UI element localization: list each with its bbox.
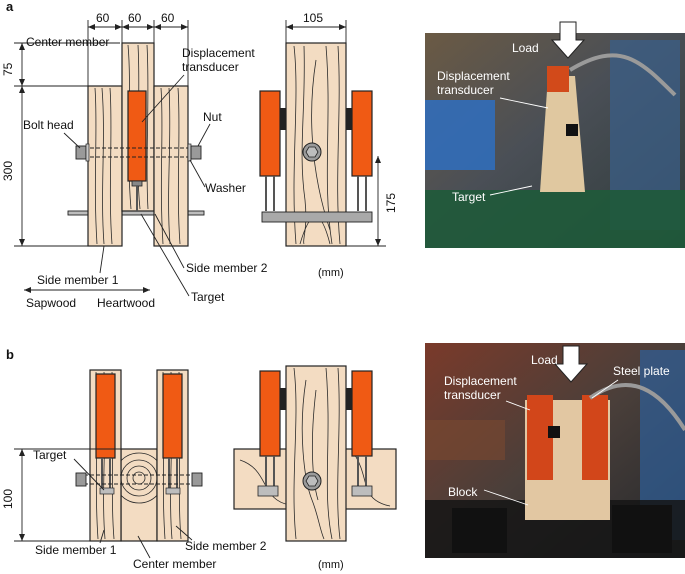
label-side-member-2-a: Side member 2 [186,261,268,275]
side-view-a: 105 175 (mm) [259,11,398,279]
photo-a-target: Target [452,190,486,204]
panel-a: a 60 60 60 75 300 [1,0,685,310]
dim-300: 300 [1,161,15,181]
transducer-left-b [259,370,281,457]
label-washer-a: Washer [205,181,246,195]
dim-60-a: 60 [96,11,110,25]
photo-b-block: Block [448,485,478,499]
unit-b: (mm) [318,559,344,571]
label-center-member-a: Center member [26,35,109,49]
steel-plate-a [261,211,373,223]
label-target-b: Target [33,448,67,462]
panel-b-label: b [6,347,14,362]
dim-105: 105 [303,11,323,25]
center-member-b [113,448,165,542]
label-bolt-head-a: Bolt head [23,118,74,132]
unit-a: (mm) [318,267,344,279]
dims-left: 75 300 [1,42,120,247]
label-side-member-2-b: Side member 2 [185,539,267,553]
transducer-left-a [259,90,281,177]
transducer-b1 [95,373,116,459]
photo-b-displacement-2: transducer [444,388,501,402]
transducer-right-a [351,90,373,177]
photo-b-load: Load [531,353,558,367]
dims-top: 60 60 60 [87,11,189,86]
side-member-1-b [89,369,122,542]
label-heartwood: Heartwood [97,296,155,310]
clamp-left [280,108,286,130]
transducer-a [127,90,147,182]
photo-b-steel-plate: Steel plate [613,364,670,378]
dim-60-c: 60 [161,11,175,25]
side-member-2-a [153,85,189,247]
photo-b: Load Steel plate Displacement transducer… [425,343,685,558]
photo-a-load: Load [512,41,539,55]
label-target-a: Target [191,290,225,304]
nut [190,145,202,160]
label-side-member-1-b: Side member 1 [35,543,117,557]
panel-b: b [1,343,685,571]
transducer-b2 [162,373,183,459]
panel-a-label: a [6,0,14,14]
dim-100: 100 [1,489,15,509]
label-sapwood: Sapwood [26,296,76,310]
bolt-head [75,145,87,160]
transducer-right-b [351,370,373,457]
label-displacement-a1: Displacement [182,46,255,60]
clamp-right [346,108,352,130]
label-side-member-1-a: Side member 1 [37,273,119,287]
photo-a: Load Displacement transducer Target [425,21,685,248]
dim-175: 175 [384,193,398,213]
photo-a-displacement-2: transducer [437,83,494,97]
label-displacement-a2: transducer [182,60,239,74]
bolt-a [75,143,202,162]
bolt-b [75,472,203,495]
photo-b-displacement-1: Displacement [444,374,517,388]
label-center-member-b: Center member [133,557,216,571]
dim-60-b: 60 [128,11,142,25]
transducer-clamp [131,180,143,187]
side-member-2-b [156,369,189,542]
label-nut-a: Nut [203,110,222,124]
photo-a-displacement-1: Displacement [437,69,510,83]
side-view-b: (mm) [233,365,397,571]
side-member-1-a [87,85,123,247]
dim-75: 75 [1,62,15,76]
